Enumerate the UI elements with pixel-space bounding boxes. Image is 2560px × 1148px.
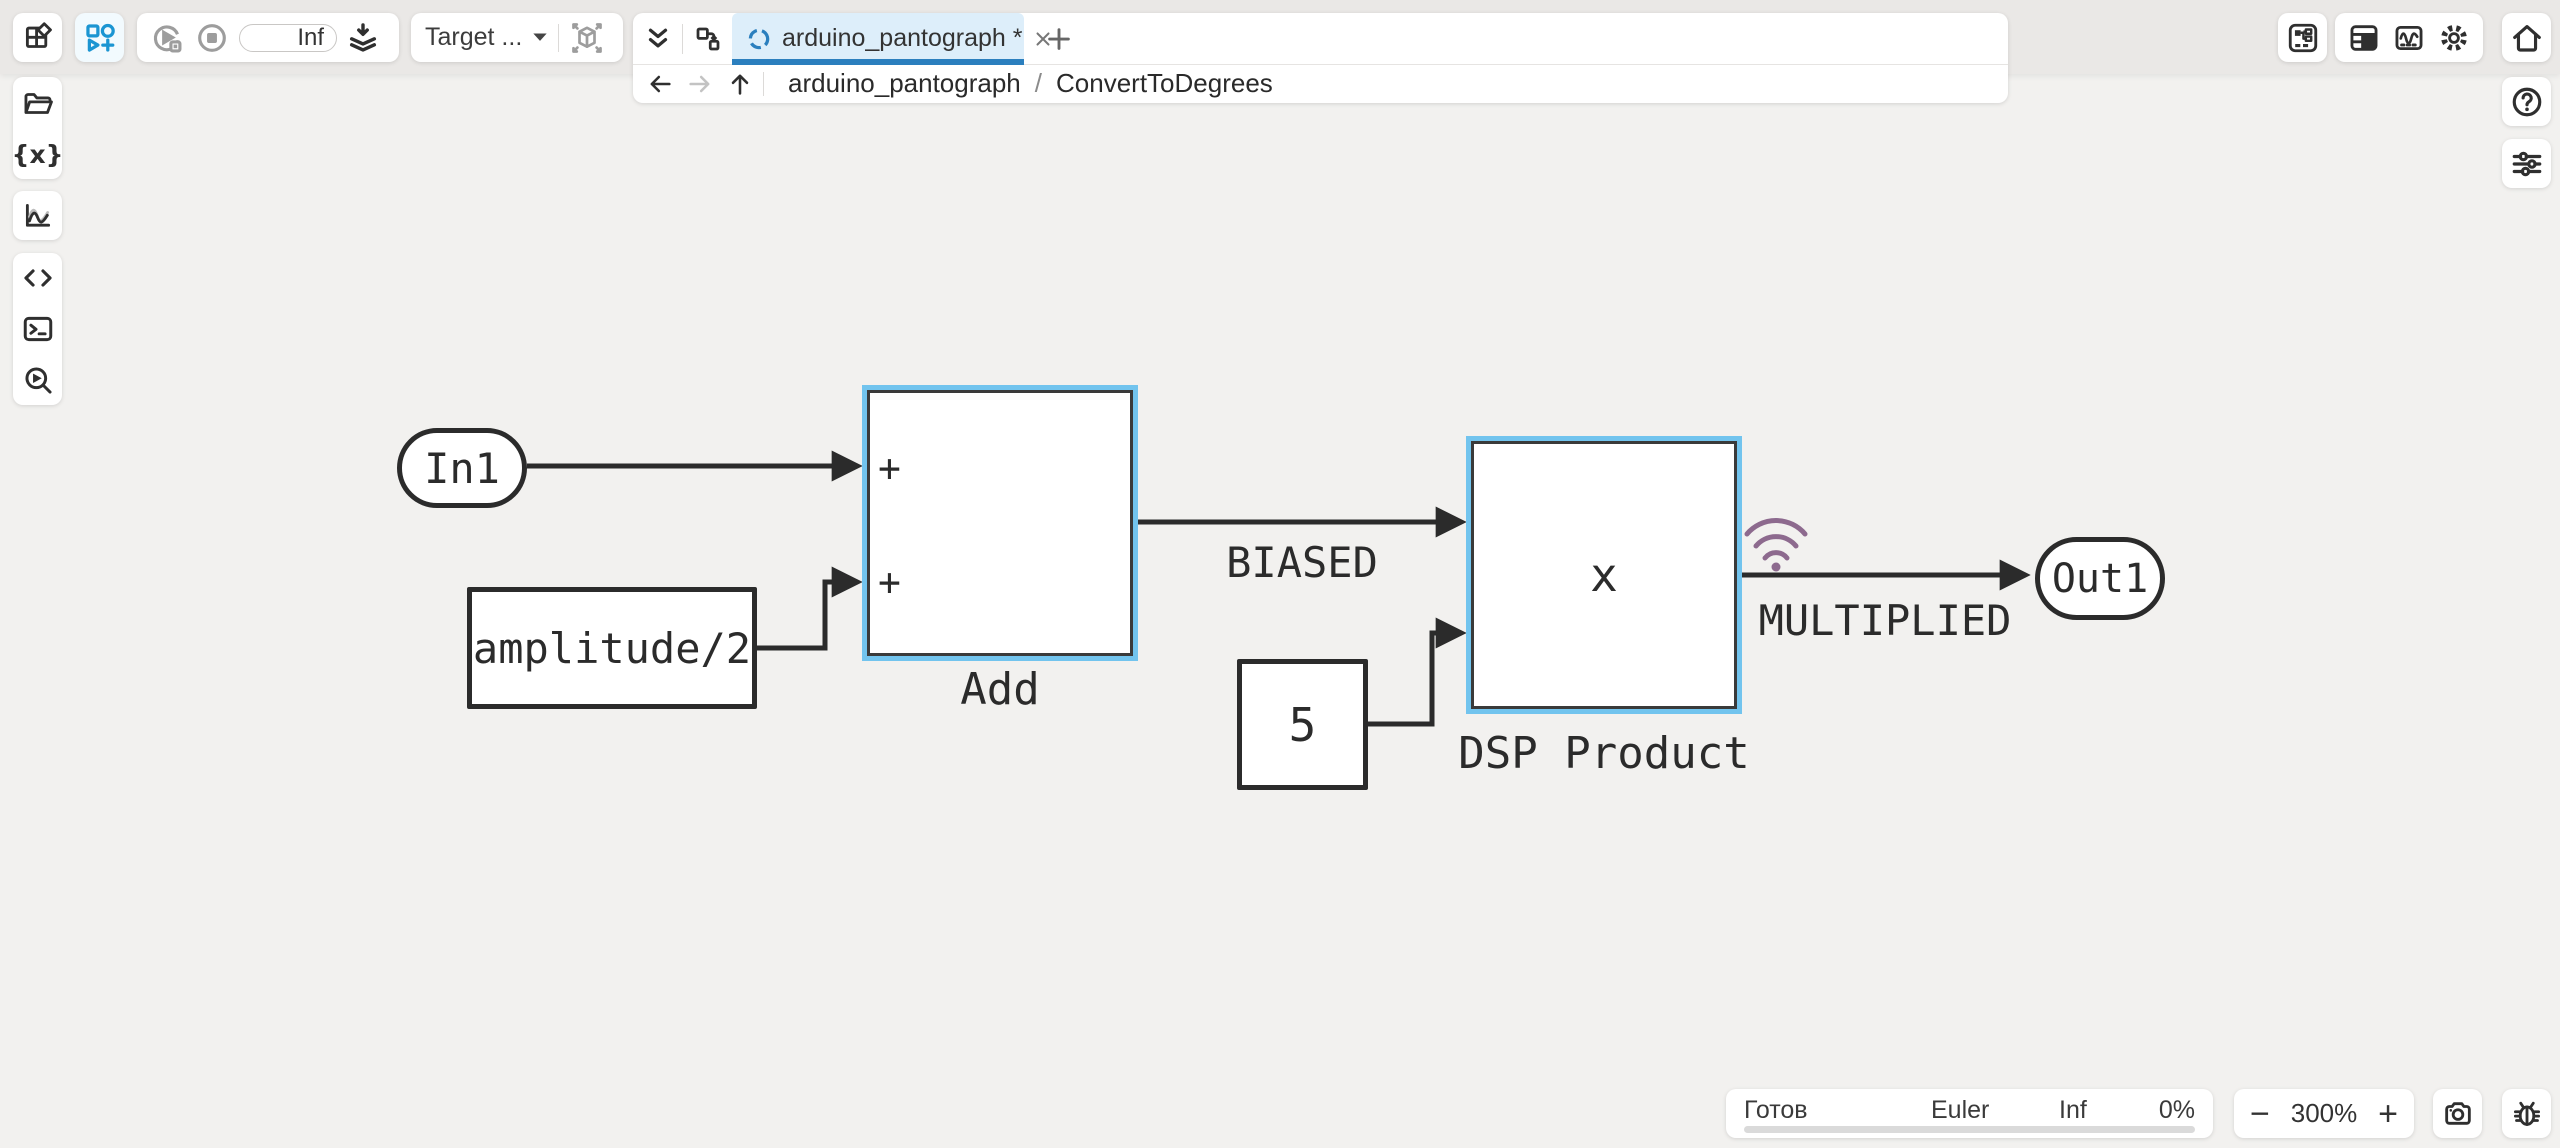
goto-subsystem-button[interactable]	[683, 13, 732, 64]
screenshot-button[interactable]	[2433, 1089, 2482, 1138]
block-add[interactable]: + +	[862, 385, 1138, 661]
add-blocks-button[interactable]	[75, 13, 124, 62]
add-port2-plus: +	[878, 560, 901, 604]
home-button[interactable]	[2502, 13, 2551, 62]
new-tab-button[interactable]	[1024, 13, 1094, 64]
block-inport-in1[interactable]: In1	[397, 428, 527, 508]
block-constant-5[interactable]: 5	[1237, 659, 1368, 790]
sidebar-files-group: {x}	[11, 77, 64, 179]
zoom-level: 300%	[2290, 1098, 2358, 1128]
nav-up-button[interactable]	[723, 67, 757, 101]
breadcrumb-root[interactable]: arduino_pantograph	[788, 68, 1021, 98]
schematic-icon	[2286, 21, 2320, 55]
collapse-tabs-button[interactable]	[633, 13, 682, 64]
simulation-status-panel: Готов Euler Inf 0%	[1726, 1089, 2213, 1138]
nav-back-button[interactable]	[643, 67, 677, 101]
bug-icon	[2510, 1097, 2544, 1131]
zoom-in-button[interactable]: +	[2378, 1094, 2398, 1133]
block-constant-value: 5	[1288, 697, 1317, 752]
signal-label-biased[interactable]: BIASED	[1226, 538, 1378, 587]
open-project-icon[interactable]	[21, 87, 55, 121]
divider	[682, 23, 683, 54]
deploy-icon[interactable]	[346, 21, 380, 55]
arrow-right-icon	[686, 70, 714, 98]
zoom-out-button[interactable]: −	[2250, 1094, 2270, 1133]
plots-button[interactable]	[13, 191, 62, 240]
block-outport-label: Out1	[2051, 555, 2149, 602]
stop-simulation-icon[interactable]	[194, 20, 230, 56]
target-selector-group: Target ...	[411, 13, 623, 62]
view-settings-button[interactable]	[2502, 139, 2551, 188]
linked-blocks-icon	[693, 24, 723, 54]
breadcrumb-current: ConvertToDegrees	[1056, 68, 1273, 98]
arrow-up-icon	[726, 70, 754, 98]
run-on-hardware-icon[interactable]	[149, 20, 185, 56]
sidebar-dev-group	[13, 253, 62, 405]
tab-strip: arduino_pantograph *	[633, 13, 2008, 65]
console-icon[interactable]	[21, 312, 55, 346]
sliders-icon	[2509, 146, 2545, 182]
divider	[558, 23, 560, 52]
camera-icon	[2441, 1097, 2475, 1131]
wire-constant-to-dsp[interactable]	[1368, 617, 1467, 727]
block-dsp-product-symbol: x	[1590, 548, 1618, 602]
block-expression-amplitude[interactable]: amplitude/2	[467, 587, 757, 709]
status-stop-time: Inf	[2059, 1096, 2087, 1124]
simulation-controls-group	[137, 13, 399, 62]
block-inport-label: In1	[424, 443, 500, 493]
target-selector[interactable]: Target ...	[425, 23, 523, 51]
progress-bar	[1744, 1126, 2195, 1133]
status-state: Готов	[1744, 1096, 1808, 1124]
document-tab-panel: arduino_pantograph *	[633, 13, 2008, 103]
chart-icon	[21, 199, 55, 233]
block-add-label[interactable]: Add	[960, 664, 1040, 715]
help-button[interactable]	[2502, 77, 2551, 126]
plus-icon	[1044, 24, 1074, 54]
stop-time-input[interactable]	[239, 23, 337, 52]
close-tab-icon[interactable]	[1032, 28, 1054, 50]
breadcrumb: arduino_pantograph / ConvertToDegrees	[788, 68, 1273, 99]
breadcrumb-bar: arduino_pantograph / ConvertToDegrees	[633, 65, 2008, 102]
debug-button[interactable]	[2502, 1089, 2551, 1138]
divider	[763, 71, 764, 96]
gear-icon[interactable]	[2437, 21, 2471, 55]
help-icon	[2509, 84, 2545, 120]
signal-streaming-wifi-icon	[1744, 518, 1808, 572]
wire-amplitude-to-add[interactable]	[757, 566, 863, 651]
scope-visualizer-icon[interactable]	[2392, 21, 2426, 55]
signal-label-multiplied[interactable]: MULTIPLIED	[1758, 596, 2012, 645]
tab-arduino-pantograph[interactable]: arduino_pantograph *	[732, 13, 1050, 65]
tab-title: arduino_pantograph *	[782, 24, 1023, 52]
block-dsp-product[interactable]: x	[1466, 436, 1742, 714]
nav-forward-button[interactable]	[683, 67, 717, 101]
library-icon	[21, 21, 55, 55]
code-icon[interactable]	[21, 261, 55, 295]
layout-panels-icon[interactable]	[2347, 21, 2381, 55]
model-explorer-button[interactable]	[2278, 13, 2327, 62]
status-solver: Euler	[1931, 1096, 1990, 1124]
chevrons-collapse-icon	[643, 24, 673, 54]
model-spinner-icon	[746, 26, 772, 52]
library-browser-button[interactable]	[13, 13, 62, 62]
home-icon	[2509, 20, 2545, 56]
breadcrumb-separator: /	[1034, 68, 1042, 98]
add-port1-plus: +	[878, 446, 901, 490]
variables-icon[interactable]: {x}	[11, 140, 64, 170]
workspace-panels-group	[2335, 13, 2483, 62]
view-3d-icon[interactable]	[569, 20, 605, 56]
block-expression-label: amplitude/2	[472, 623, 752, 673]
arrow-left-icon	[646, 70, 674, 98]
zoom-controls: − 300% +	[2234, 1089, 2414, 1138]
chevron-down-icon[interactable]	[532, 32, 548, 43]
add-blocks-icon	[83, 21, 117, 55]
block-dsp-product-label[interactable]: DSP Product	[1458, 728, 1750, 779]
block-outport-out1[interactable]: Out1	[2035, 537, 2165, 620]
status-progress-percent: 0%	[2158, 1096, 2195, 1124]
find-in-model-icon[interactable]	[21, 363, 55, 397]
